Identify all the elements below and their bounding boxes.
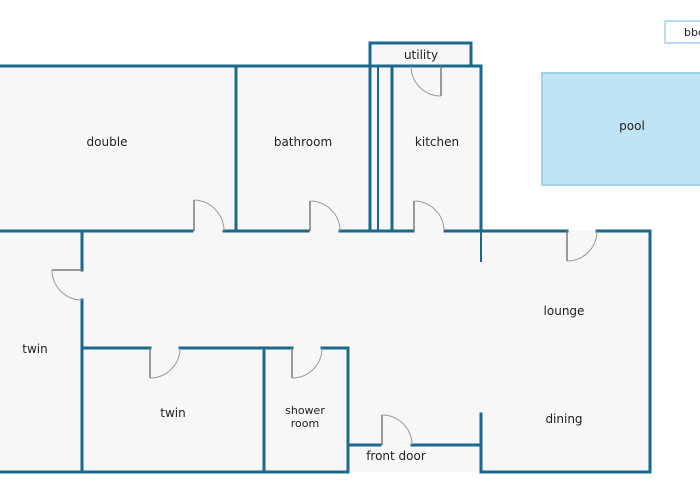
- bbq-area: [664, 20, 700, 44]
- room-label-twin-left: twin: [22, 342, 47, 356]
- door-twin-center: [149, 347, 181, 379]
- room-label-shower-line1: shower: [285, 404, 325, 417]
- door-utility: [410, 65, 442, 97]
- hall-floor: [0, 231, 650, 472]
- bbq-label: bbq: [684, 26, 700, 39]
- wall-utility: [368, 41, 473, 68]
- room-label-dining: dining: [545, 412, 582, 426]
- walls: [0, 41, 652, 474]
- door-twin-left: [51, 269, 83, 301]
- room-label-double: double: [87, 135, 128, 149]
- room-label-shower-line2: room: [291, 417, 319, 430]
- room-label-bathroom: bathroom: [274, 135, 332, 149]
- doors: [51, 65, 598, 446]
- bathroom-floor: [236, 66, 370, 231]
- room-labels: double bathroom utility kitchen twin twi…: [22, 48, 584, 463]
- pool-label: pool: [619, 119, 645, 133]
- floor-areas: [0, 43, 650, 472]
- room-label-twin-center: twin: [160, 406, 185, 420]
- room-label-utility: utility: [404, 48, 438, 62]
- room-label-kitchen: kitchen: [415, 135, 459, 149]
- door-bathroom: [309, 200, 341, 232]
- utility-floor: [370, 43, 471, 66]
- door-front: [381, 414, 413, 446]
- room-label-lounge: lounge: [544, 304, 585, 318]
- door-shower: [291, 347, 323, 379]
- door-double: [193, 199, 225, 232]
- label-front-door: front door: [366, 449, 426, 463]
- double-floor: [0, 66, 236, 231]
- pool-area: [541, 72, 700, 186]
- door-lounge: [566, 230, 598, 262]
- door-kitchen: [413, 200, 445, 232]
